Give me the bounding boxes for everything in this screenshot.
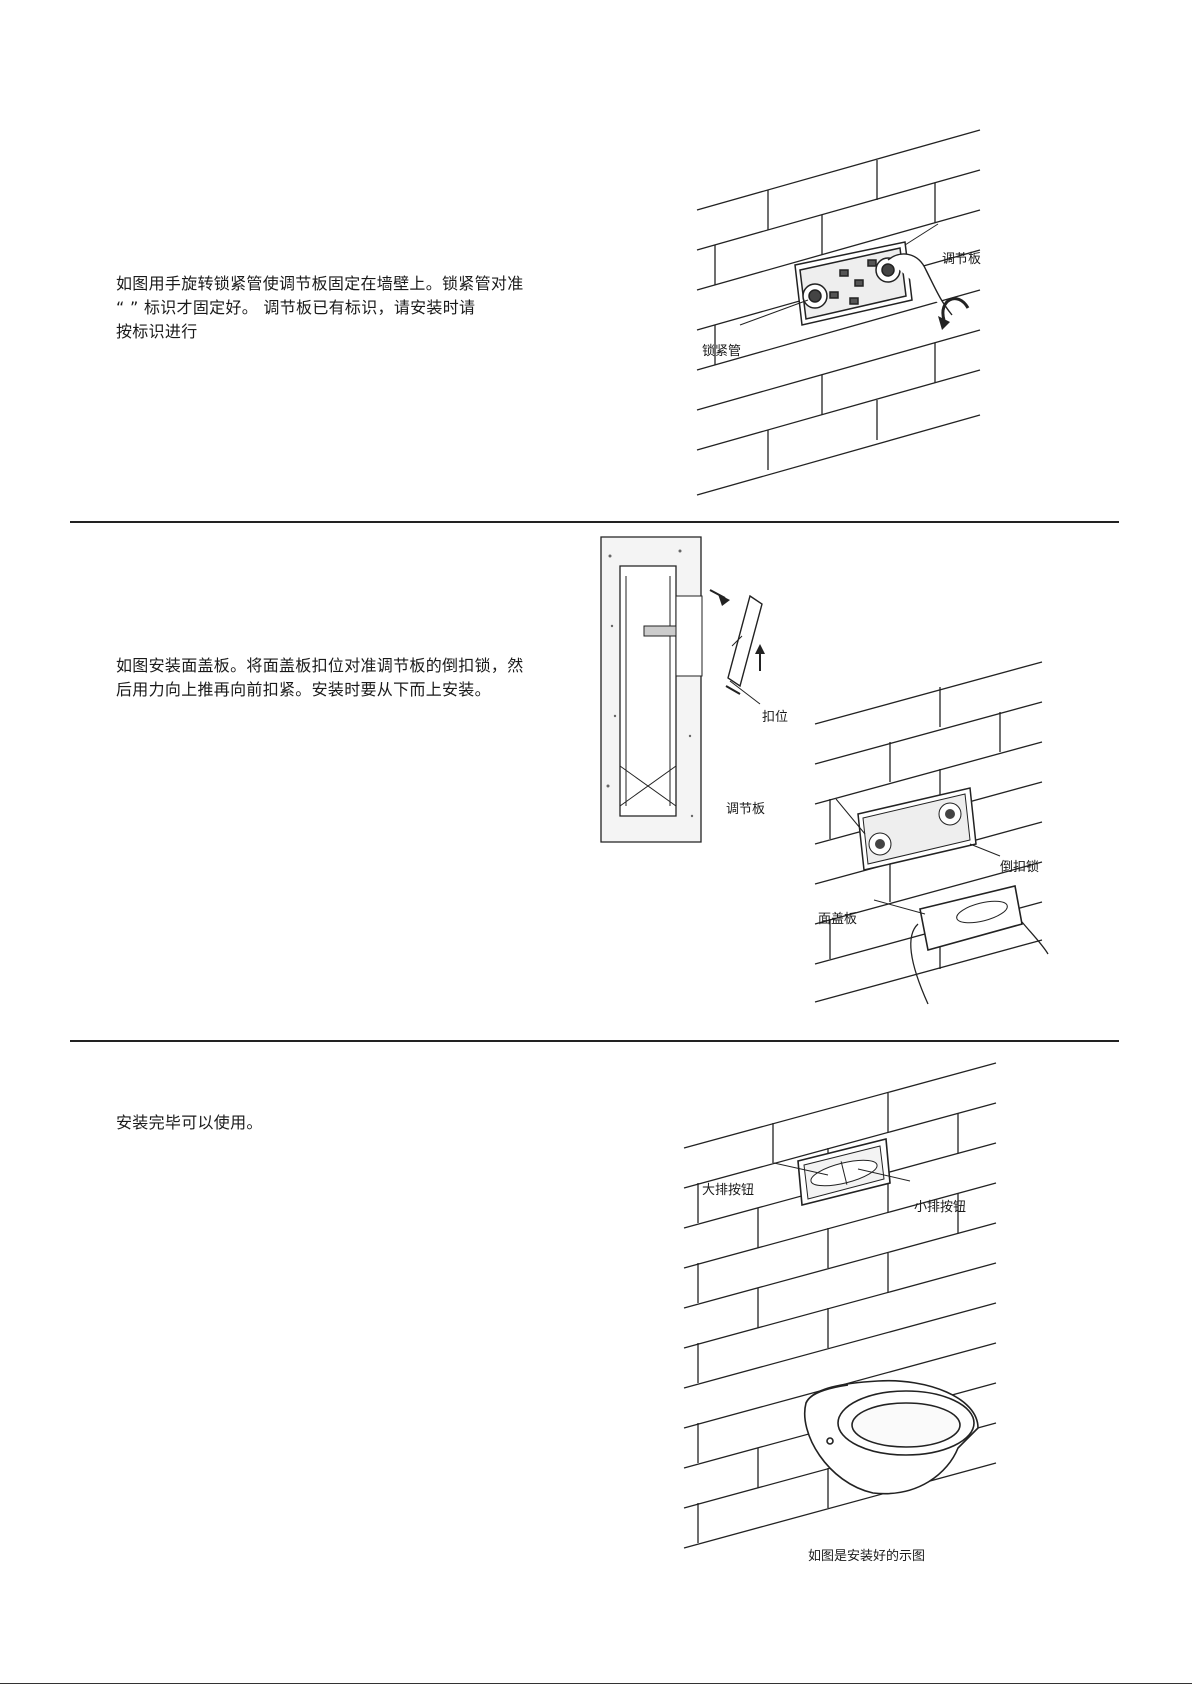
step-2-instruction: 如图安装面盖板。将面盖板扣位对准调节板的倒扣锁，然 后用力向上推再向前扣紧。安装… [116, 654, 576, 702]
installed-caption: 如图是安装好的示图 [808, 1545, 925, 1564]
lock-tube-label: 锁紧管 [702, 340, 741, 359]
adjust-plate-label-2: 调节板 [726, 798, 765, 817]
step-3-section: 安装完毕可以使用。 [0, 1043, 1192, 1643]
step-1-illustration [690, 120, 990, 510]
section-divider-1 [70, 521, 1119, 523]
step-1-section: 如图用手旋转锁紧管使调节板固定在墙壁上。锁紧管对准 “ ” 标识才固定好。 调节… [0, 0, 1192, 522]
clip-label: 扣位 [762, 706, 788, 725]
step-2-section-view [600, 536, 800, 856]
adjust-plate-label-1: 调节板 [942, 248, 981, 267]
step-1-instruction: 如图用手旋转锁紧管使调节板固定在墙壁上。锁紧管对准 “ ” 标识才固定好。 调节… [116, 272, 576, 344]
step-3-instruction: 安装完毕可以使用。 [116, 1111, 576, 1135]
page-bottom-border [0, 1683, 1192, 1684]
big-flush-button-label: 大排按钮 [702, 1179, 754, 1198]
adjust-plate-shape [795, 242, 912, 325]
step-2-section: 如图安装面盖板。将面盖板扣位对准调节板的倒扣锁，然 后用力向上推再向前扣紧。安装… [0, 524, 1192, 1040]
step-3-illustration [678, 1053, 998, 1573]
cover-panel-label: 面盖板 [818, 908, 857, 927]
toilet-shape [805, 1381, 978, 1494]
step-2-wall-view [810, 654, 1050, 1014]
section-divider-2 [70, 1040, 1119, 1042]
reverse-lock-label: 倒扣锁 [1000, 856, 1039, 875]
small-flush-button-label: 小排按钮 [914, 1196, 966, 1215]
